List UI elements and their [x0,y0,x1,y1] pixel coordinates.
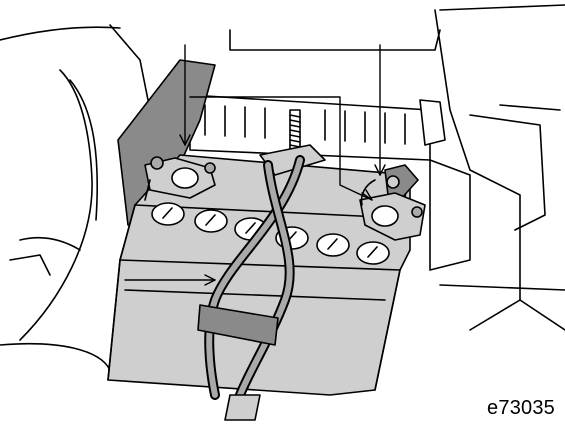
hold-down-rod [289,109,301,156]
battery-cover-left [117,59,216,231]
negative-terminal [144,156,216,201]
callout-lines [124,44,386,286]
figure-code: e73035 [487,397,555,419]
engine-bay-outline [0,4,565,371]
positive-terminal [359,164,426,241]
cell-caps [151,202,390,265]
hold-down-clamp [197,144,326,421]
battery-tray-bracket [189,94,446,161]
